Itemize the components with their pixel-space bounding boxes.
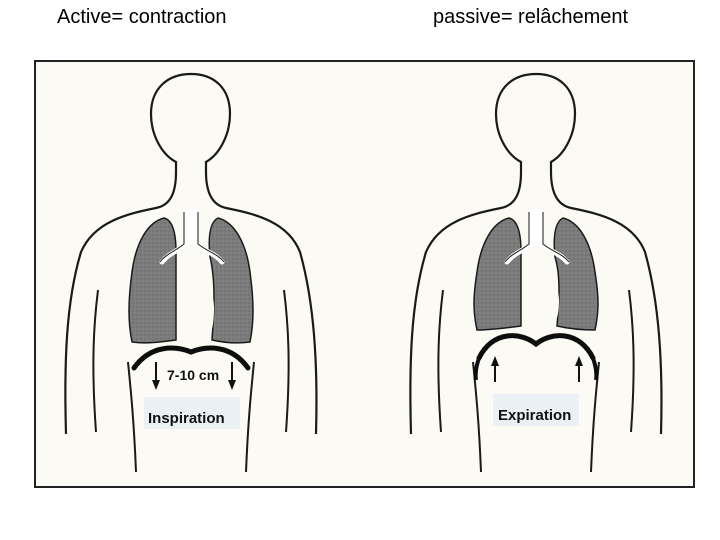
active-contraction-heading: Active= contraction xyxy=(57,6,227,29)
right-lung xyxy=(554,218,598,330)
expiration-label: Expiration xyxy=(498,407,571,424)
breathing-diagram: 7-10 cm Inspiration xyxy=(36,62,693,486)
inspiration-figure: 7-10 cm Inspiration xyxy=(65,74,316,472)
left-lung xyxy=(129,218,176,343)
rib-outline-left xyxy=(476,358,479,380)
expiration-figure: Expiration xyxy=(410,74,661,472)
waist-line-left xyxy=(128,362,136,472)
waist-line-right xyxy=(246,362,254,472)
heart xyxy=(526,276,559,328)
right-arm-line xyxy=(629,290,634,432)
breathing-diagram-frame: 7-10 cm Inspiration xyxy=(34,60,695,488)
passive-relaxation-heading: passive= relâchement xyxy=(433,6,628,29)
left-lung xyxy=(474,218,521,330)
torso-outline xyxy=(410,74,661,434)
displacement-label: 7-10 cm xyxy=(167,367,219,383)
heart xyxy=(181,281,214,342)
left-arm-line xyxy=(438,290,443,432)
right-arm-line xyxy=(284,290,289,432)
up-arrow-left xyxy=(491,356,499,382)
left-arm-line xyxy=(93,290,98,432)
diaphragm xyxy=(134,348,248,368)
diaphragm xyxy=(479,336,593,358)
right-lung xyxy=(209,218,253,343)
down-arrow-right xyxy=(228,362,236,390)
down-arrow-left xyxy=(152,362,160,390)
up-arrow-right xyxy=(575,356,583,382)
inspiration-label: Inspiration xyxy=(148,410,225,427)
rib-outline-right xyxy=(593,358,596,380)
